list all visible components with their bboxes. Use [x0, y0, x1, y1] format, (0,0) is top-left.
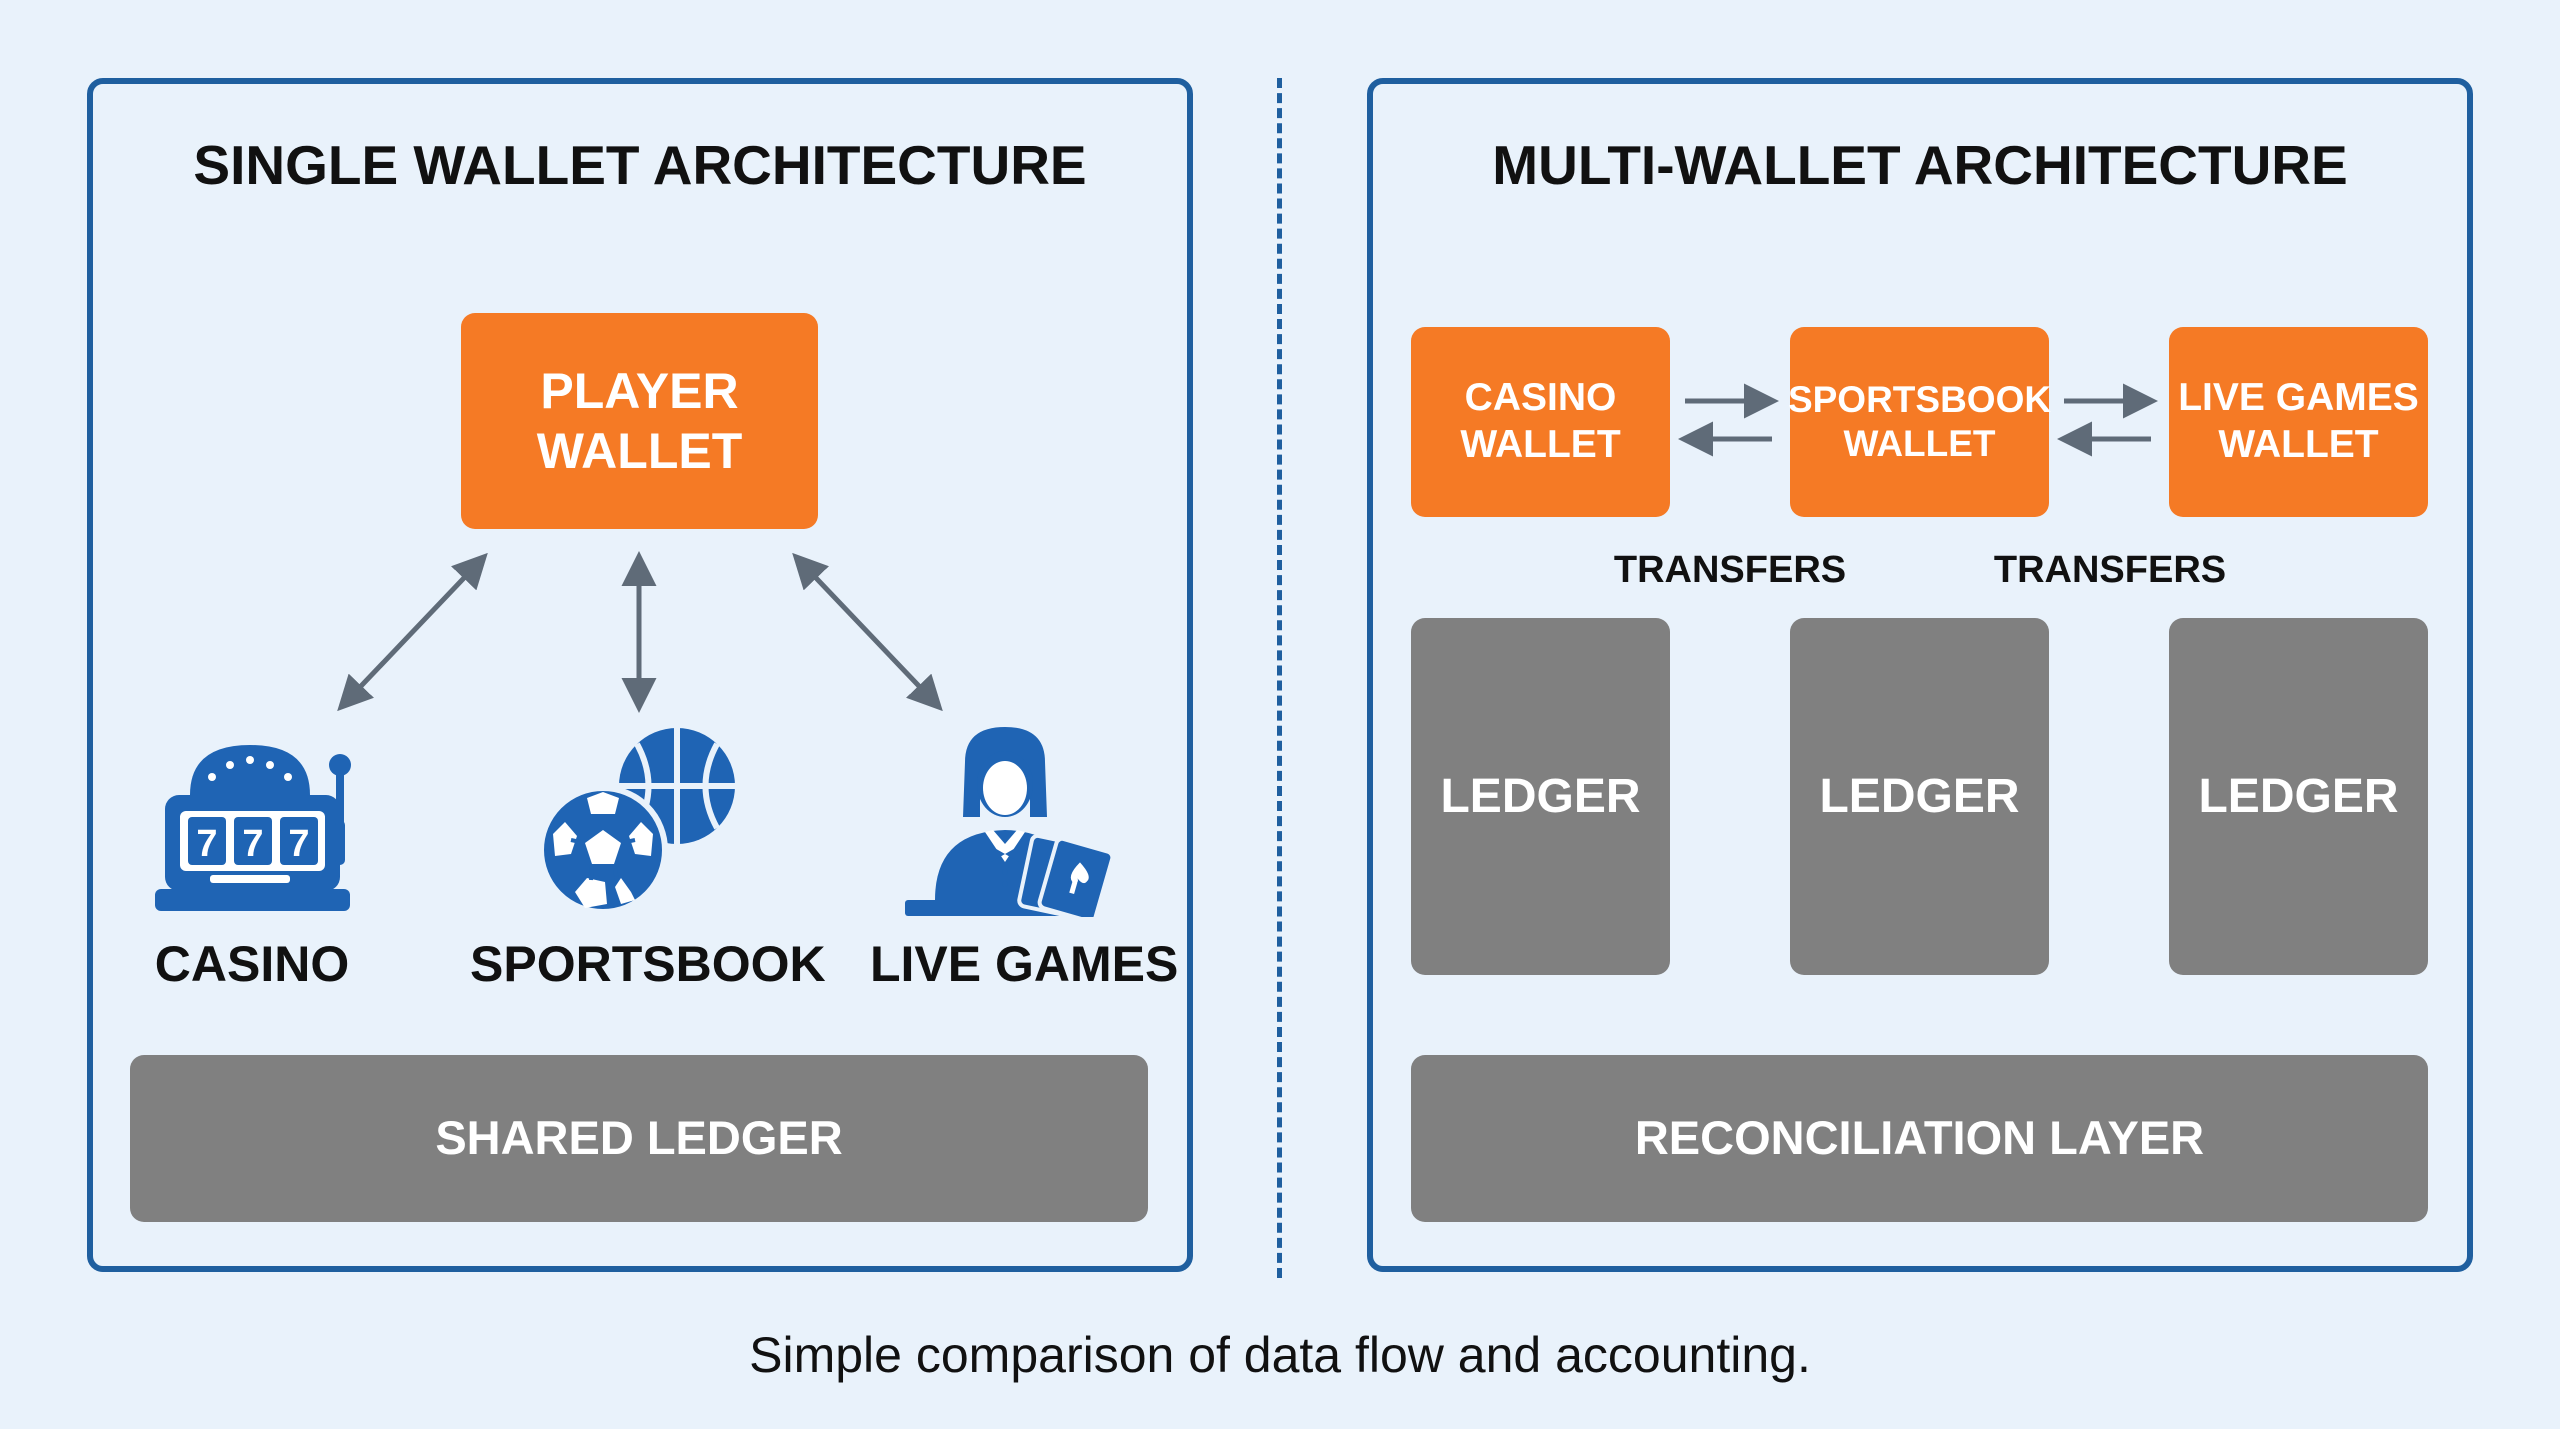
live-games-label: LIVE GAMES [870, 936, 1179, 992]
reconciliation-layer-box: RECONCILIATION LAYER [1411, 1055, 2428, 1222]
casino-ledger-box: LEDGER [1411, 618, 1670, 975]
sportsbook-wallet-box: SPORTSBOOK WALLET [1788, 327, 2051, 517]
live-dealer-icon [905, 722, 1125, 924]
svg-text:7: 7 [242, 823, 263, 865]
single-wallet-title: SINGLE WALLET ARCHITECTURE [193, 134, 1087, 196]
sportsbook-ledger-box: LEDGER [1790, 618, 2049, 975]
player-wallet-box: PLAYER WALLET [461, 313, 818, 529]
svg-text:7: 7 [288, 823, 309, 865]
sportsbook-label: SPORTSBOOK [470, 936, 826, 992]
casino-label: CASINO [154, 936, 350, 992]
diagram-caption: Simple comparison of data flow and accou… [749, 1327, 1811, 1383]
panel-divider [1277, 78, 1282, 1278]
transfers-label-2: TRANSFERS [1993, 549, 2227, 591]
transfers-label-1: TRANSFERS [1613, 549, 1847, 591]
svg-text:7: 7 [196, 823, 217, 865]
live-games-wallet-box: LIVE GAMES WALLET [2169, 327, 2428, 517]
shared-ledger-box: SHARED LEDGER [130, 1055, 1148, 1222]
multi-wallet-title: MULTI-WALLET ARCHITECTURE [1492, 134, 2348, 196]
sports-balls-icon [535, 722, 750, 917]
slot-machine-icon: 7 7 7 [150, 725, 360, 915]
casino-wallet-box: CASINO WALLET [1411, 327, 1670, 517]
live-games-ledger-box: LEDGER [2169, 618, 2428, 975]
